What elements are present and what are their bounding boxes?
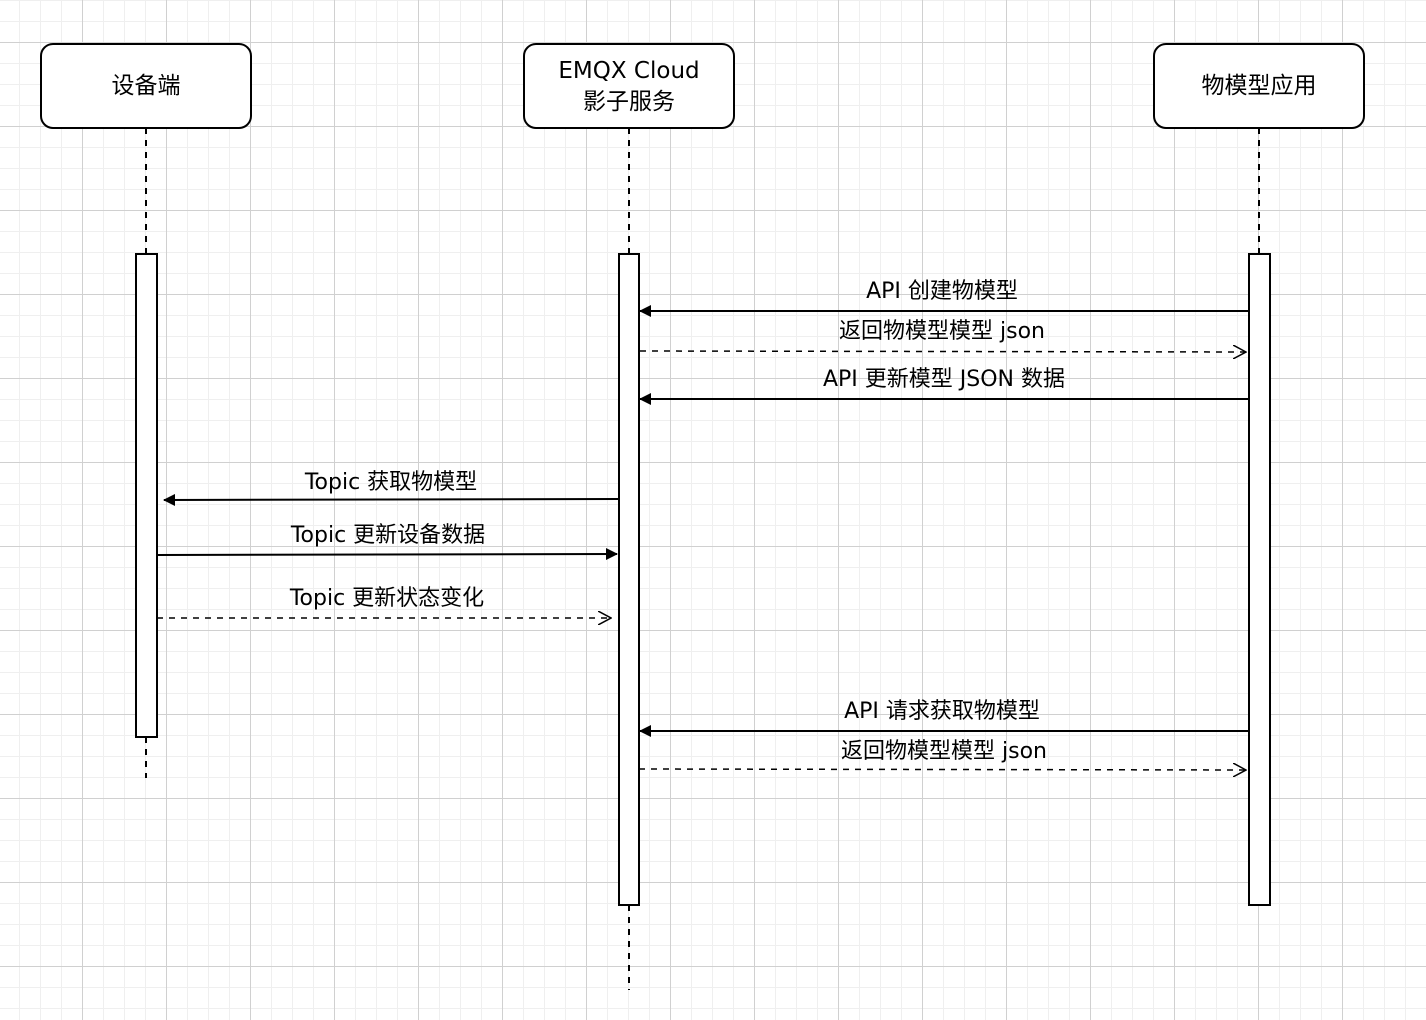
message-label: 返回物模型模型 json (841, 739, 1047, 764)
message-api-create-model[interactable]: API 创建物模型 (639, 279, 1249, 317)
actor-app[interactable]: 物模型应用 (1153, 43, 1365, 129)
message-label: API 请求获取物模型 (844, 699, 1040, 724)
message-label: API 更新模型 JSON 数据 (823, 367, 1065, 392)
activation-cloud[interactable] (618, 253, 640, 906)
activation-device[interactable] (135, 253, 158, 738)
activation-app[interactable] (1248, 253, 1271, 906)
actor-cloud-label-line1: EMQX Cloud (558, 58, 699, 84)
message-topic-update-device-data[interactable]: Topic 更新设备数据 (156, 523, 618, 561)
actor-cloud-label-line2: 影子服务 (583, 89, 675, 115)
actor-device-label: 设备端 (112, 73, 181, 99)
message-topic-update-status-change[interactable]: Topic 更新状态变化 (157, 586, 611, 618)
actor-device[interactable]: 设备端 (40, 43, 252, 129)
message-label: API 创建物模型 (866, 279, 1018, 304)
message-label: 返回物模型模型 json (839, 319, 1045, 344)
message-return-model-json[interactable]: 返回物模型模型 json (639, 319, 1246, 352)
message-label: Topic 更新状态变化 (289, 586, 484, 611)
message-label: Topic 更新设备数据 (290, 523, 485, 548)
message-api-update-model-json[interactable]: API 更新模型 JSON 数据 (639, 367, 1249, 405)
message-topic-get-model[interactable]: Topic 获取物模型 (163, 470, 620, 506)
actor-app-label: 物模型应用 (1202, 73, 1317, 99)
message-label: Topic 获取物模型 (304, 470, 477, 495)
message-api-request-model[interactable]: API 请求获取物模型 (639, 699, 1249, 737)
message-return-model-json-2[interactable]: 返回物模型模型 json (638, 739, 1246, 770)
actor-cloud[interactable]: EMQX Cloud 影子服务 (523, 43, 735, 129)
